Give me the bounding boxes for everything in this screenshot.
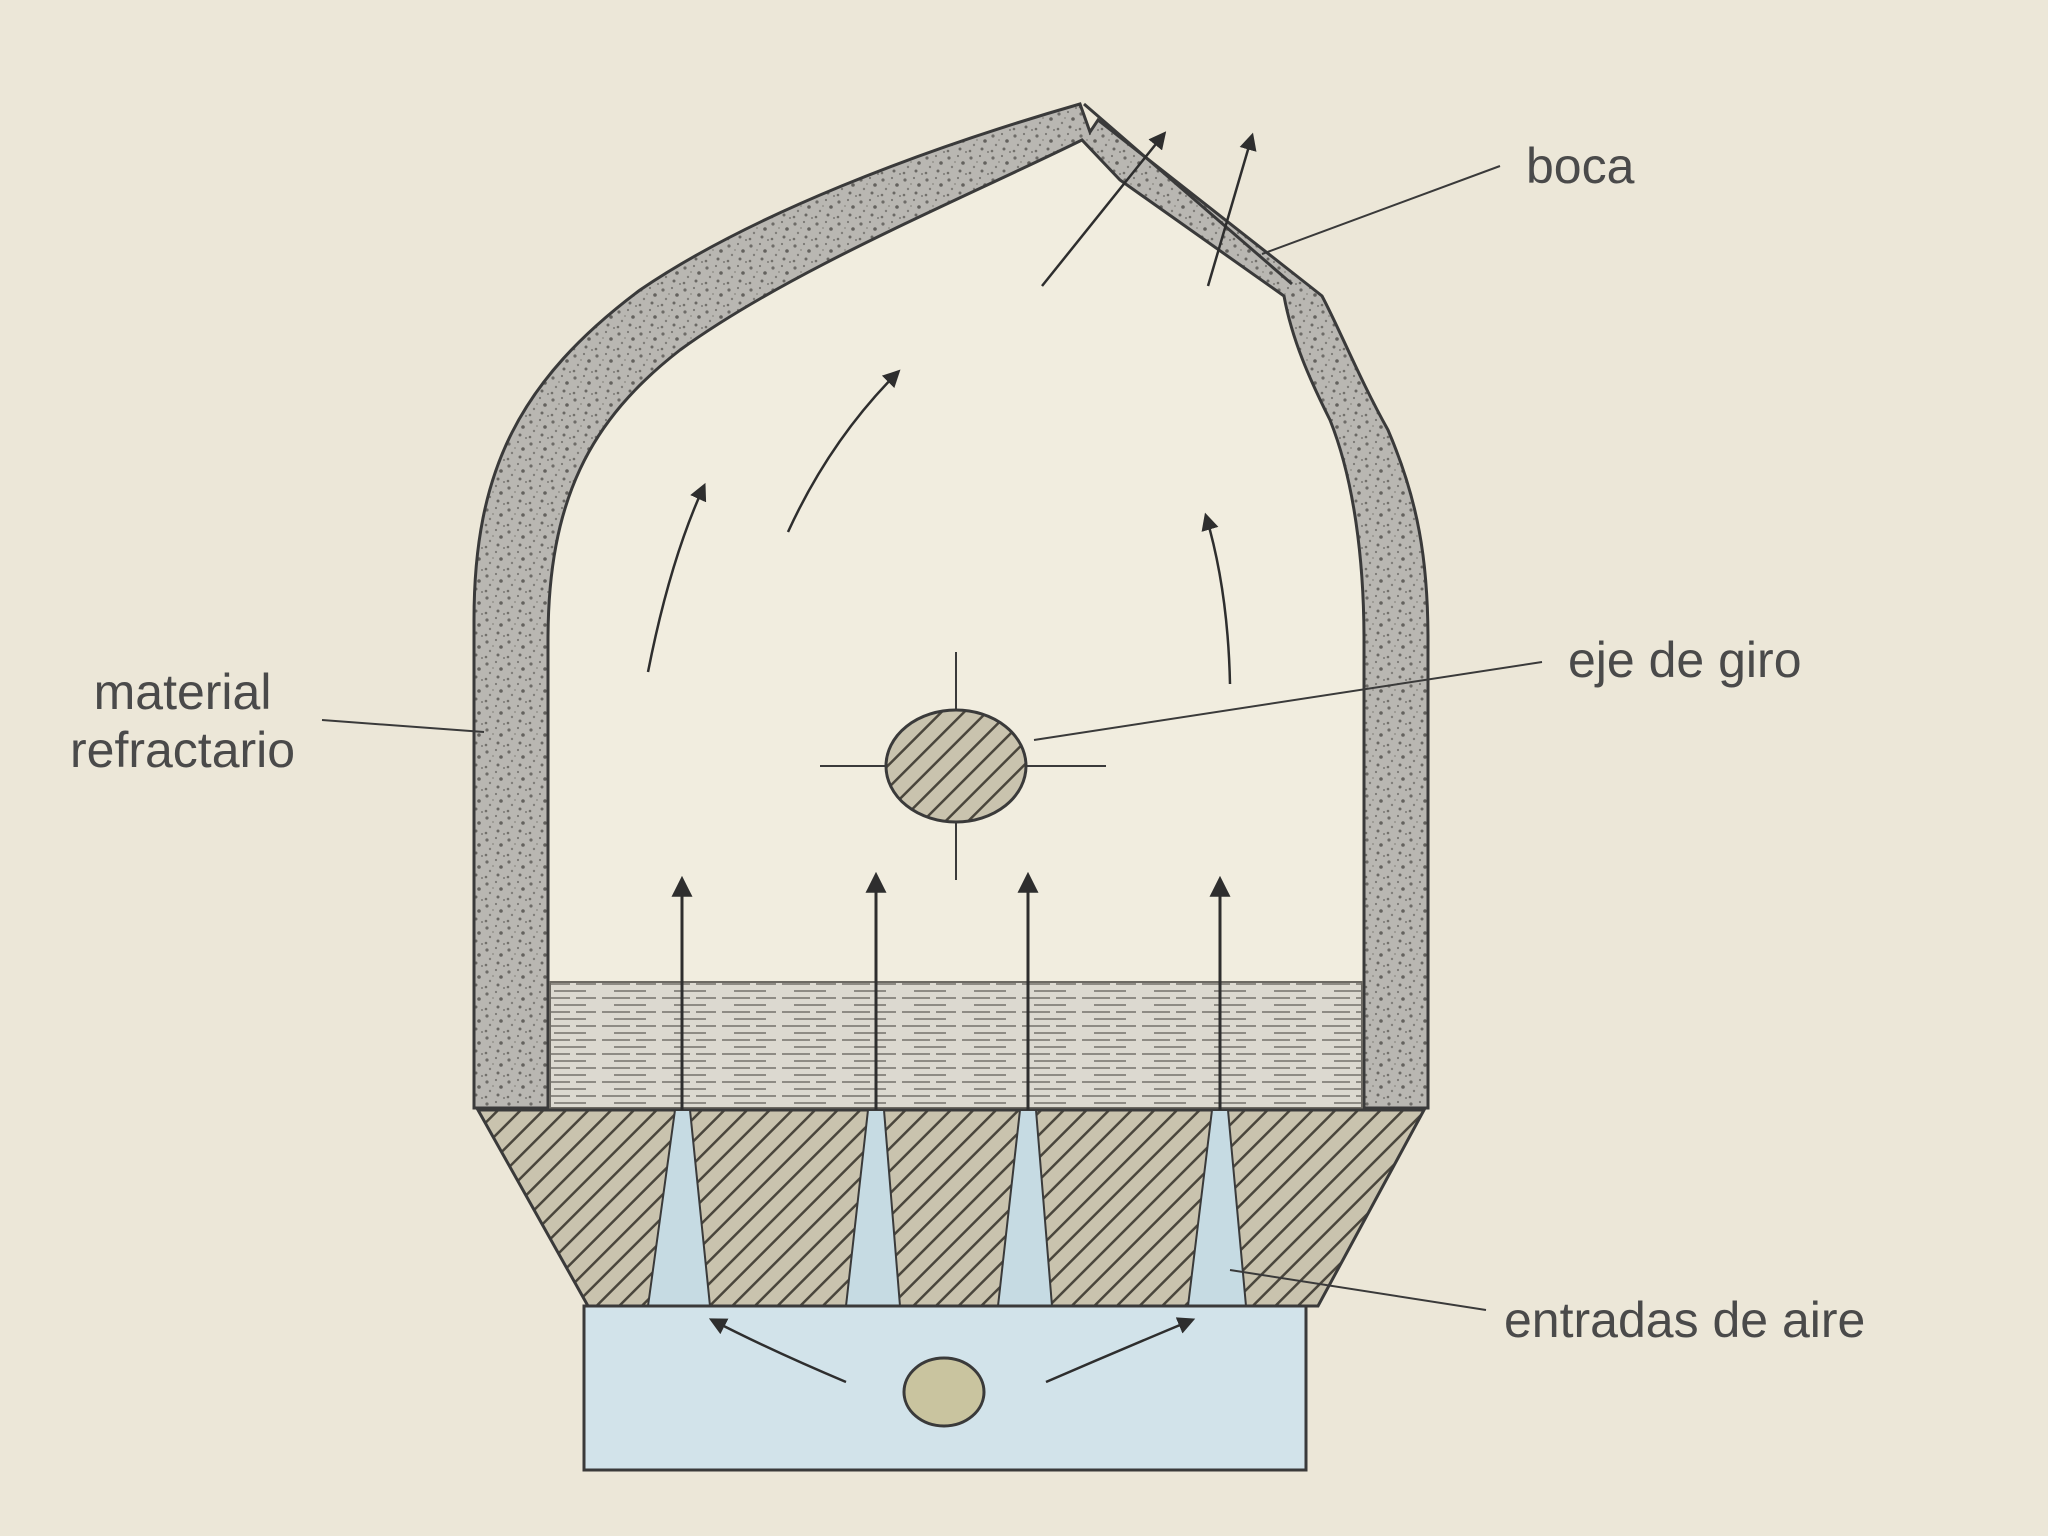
gas-arrow-5 — [1206, 132, 1257, 287]
leader-material — [321, 719, 485, 733]
pivot-axis — [884, 708, 1028, 824]
wind-arrow-right — [1045, 1317, 1196, 1384]
leader-eje — [1033, 661, 1543, 741]
gas-arrow-4 — [1041, 131, 1167, 287]
leader-entradas — [1229, 1269, 1487, 1311]
mouth-edge — [1083, 102, 1293, 286]
gas-arrow-1 — [646, 482, 707, 673]
leader-boca — [1261, 165, 1501, 255]
label-boca: boca — [1526, 138, 1635, 194]
hatched-bottom — [475, 1108, 1427, 1308]
liquid-bath — [549, 981, 1363, 1109]
converter-cavity — [546, 138, 1366, 1110]
gas-arrow-3 — [1201, 512, 1232, 685]
gas-arrow-2 — [786, 369, 901, 533]
label-material-refractario: material refractario — [70, 664, 295, 779]
label-eje-de-giro: eje de giro — [1568, 632, 1802, 688]
air-inlet — [902, 1356, 986, 1428]
label-material-line2: refractario — [70, 721, 296, 778]
label-material-line1: material — [93, 664, 272, 720]
label-entradas-de-aire: entradas de aire — [1504, 1292, 1866, 1348]
wind-arrow-left — [708, 1318, 847, 1384]
